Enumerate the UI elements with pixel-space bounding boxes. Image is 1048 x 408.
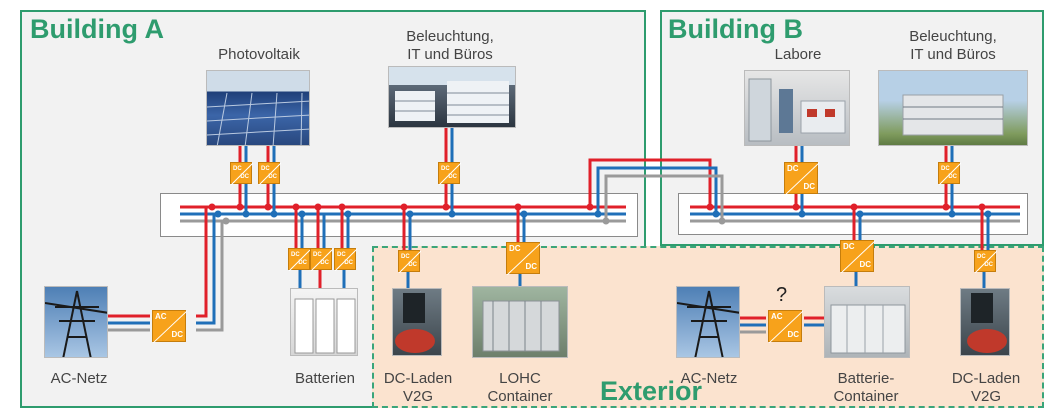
labore-label: Labore [774,46,822,63]
ac-netz-exterior-label: AC-Netz [680,370,738,387]
beleuchtung-b-label-line1: Beleuchtung, [909,28,997,45]
beleuchtung-a-label-line2: IT und Büros [407,46,493,63]
exterior-title: Exterior [600,376,703,406]
lohc-container-photo [472,286,568,358]
ac-netz-exterior-photo [676,286,740,358]
dc-laden-a-photo [392,288,442,356]
building-b-title: Building B [668,14,803,44]
ac-netz-a-photo [44,286,108,358]
office-building-a-photo [388,66,516,128]
dc-laden-b-label-line1: DC-Laden [951,370,1021,387]
dc-laden-b-label-line2: V2G [970,388,1001,405]
dc-laden-b-photo [960,288,1010,356]
building-a-title: Building A [30,14,164,44]
batterie-container-label-line1: Batterie- [837,370,895,387]
batterie-container-photo [824,286,910,358]
dc-laden-a-label-line2: V2G [402,388,433,405]
lohc-label-line1: LOHC [499,370,541,387]
question-mark: ? [776,284,788,306]
batterien-photo [290,288,358,356]
dc-laden-a-label-line1: DC-Laden [383,370,453,387]
office-building-b-photo [878,70,1028,146]
beleuchtung-b-label-line2: IT und Büros [910,46,996,63]
batterie-container-label-line2: Container [833,388,899,405]
photovoltaik-label: Photovoltaik [218,46,300,63]
lohc-label-line2: Container [487,388,553,405]
photovoltaik-photo [206,70,310,146]
beleuchtung-a-label-line1: Beleuchtung, [406,28,494,45]
ac-netz-a-label: AC-Netz [50,370,108,387]
labore-photo [744,70,850,146]
batterien-label: Batterien [294,370,356,387]
